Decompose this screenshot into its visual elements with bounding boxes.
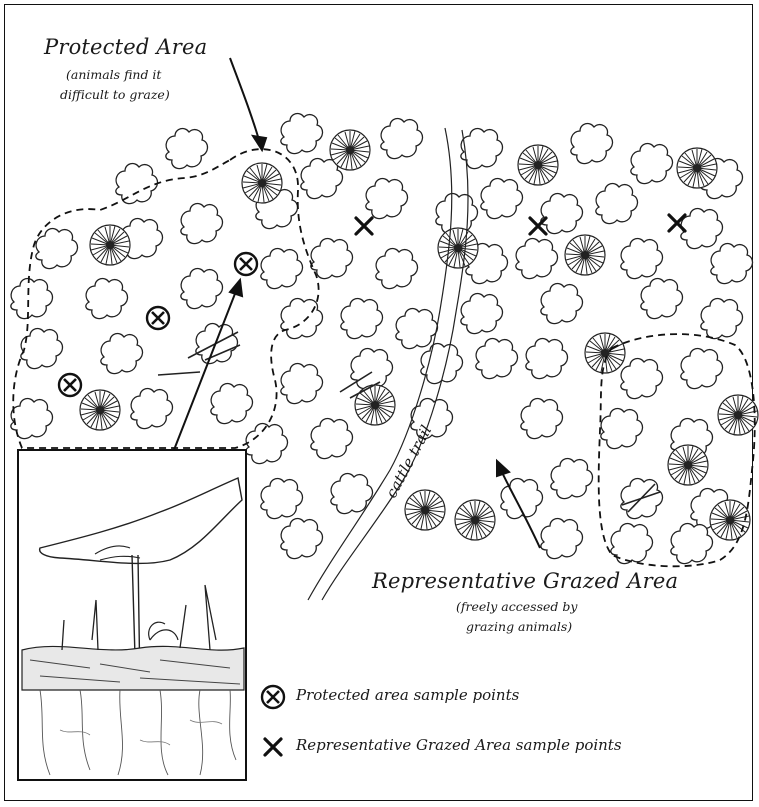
grazed-area-note-line2: grazing animals): [466, 620, 572, 634]
protected-area-note-line1: (animals find it: [66, 68, 161, 82]
legend-protected-label: Protected area sample points: [296, 687, 519, 704]
protected-area-title: Protected Area: [44, 36, 207, 59]
grazed-sample-points: [356, 215, 685, 234]
legend-symbols: [262, 686, 284, 755]
inset-hand-measurement: [18, 450, 246, 780]
legend-grazed-label: Representative Grazed Area sample points: [296, 737, 622, 754]
grazed-area-title: Representative Grazed Area: [372, 570, 678, 593]
protected-area-note-line2: difficult to graze): [60, 88, 170, 102]
grazed-area-note-line1: (freely accessed by: [456, 600, 577, 614]
